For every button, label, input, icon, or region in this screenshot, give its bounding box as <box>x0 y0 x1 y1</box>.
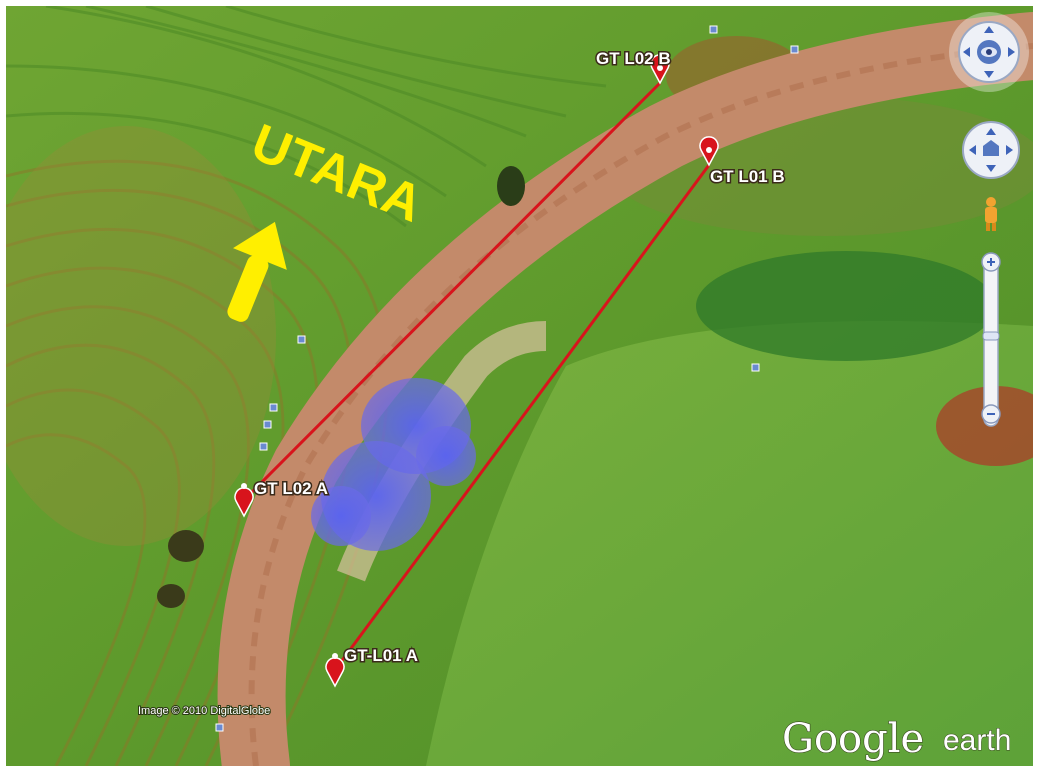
brand-earth: earth <box>943 724 1011 757</box>
pegman-icon[interactable] <box>985 197 997 231</box>
map-canvas[interactable]: GT L02 B GT L01 B GT L02 A GT-L01 A UTAR… <box>6 6 1033 766</box>
pin-l01b[interactable] <box>699 136 719 167</box>
survey-area-blue <box>311 378 476 551</box>
brand-google: Google <box>782 716 924 762</box>
pin-l02b[interactable] <box>650 54 670 85</box>
imagery-credit: Image © 2010 DigitalGlobe <box>138 705 270 717</box>
dark-tree-cluster <box>696 251 996 361</box>
zoom-thumb[interactable] <box>982 331 1000 341</box>
placemark-dots <box>215 25 799 732</box>
label-l02a: GT L02 A <box>254 479 328 498</box>
zoom-out-icon[interactable] <box>981 404 1001 424</box>
label-l01b: GT L01 B <box>710 167 785 186</box>
pin-l02a[interactable] <box>234 483 254 518</box>
move-joystick-icon[interactable] <box>962 121 1020 179</box>
right-field <box>426 321 1033 766</box>
zoom-in-icon[interactable] <box>981 252 1001 272</box>
survey-line-l01 <box>333 164 711 671</box>
tree <box>497 166 525 206</box>
label-l02b: GT L02 B <box>596 49 671 68</box>
satellite-map[interactable]: GT L02 B GT L01 B GT L02 A GT-L01 A UTAR… <box>6 6 1033 766</box>
terraced-field <box>6 6 607 766</box>
dirt-road-edge <box>248 43 1033 766</box>
tree <box>157 584 185 608</box>
survey-line-l02 <box>242 81 662 502</box>
north-arrow <box>227 221 287 322</box>
label-l01a: GT-L01 A <box>344 646 418 665</box>
look-joystick-icon[interactable] <box>949 12 1029 92</box>
zoom-slider[interactable] <box>981 252 1001 427</box>
reddish-field-patch <box>6 126 276 546</box>
google-earth-logo: Google earth <box>781 715 1011 762</box>
pin-l01a[interactable] <box>325 653 345 688</box>
red-soil-patch <box>936 386 1033 466</box>
tree <box>168 530 204 562</box>
